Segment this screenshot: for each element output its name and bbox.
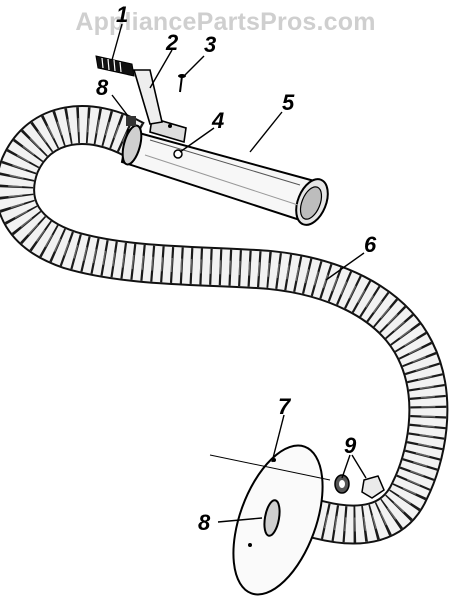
hose-clamp-top: [121, 116, 143, 166]
callout-5: 5: [282, 90, 295, 115]
callout-7: 7: [278, 394, 292, 419]
callout-3: 3: [204, 32, 216, 57]
nozzle-tube: [120, 128, 329, 226]
hose-clamp-bottom: [263, 499, 281, 537]
callout-6: 6: [364, 232, 377, 257]
screw: [178, 74, 186, 93]
flexible-hose: [0, 105, 449, 545]
watermark-text: AppliancePartsPros.com: [75, 8, 376, 36]
handle-assembly: [95, 55, 163, 125]
callout-9: 9: [344, 433, 357, 458]
callout-1: 1: [116, 2, 128, 27]
callout-8-top: 8: [96, 75, 109, 100]
callout-2: 2: [165, 30, 179, 55]
callout-4: 4: [211, 108, 224, 133]
nut-washer-set: [334, 474, 385, 499]
callout-8-bottom: 8: [198, 510, 211, 535]
leader-lines: [111, 23, 367, 523]
